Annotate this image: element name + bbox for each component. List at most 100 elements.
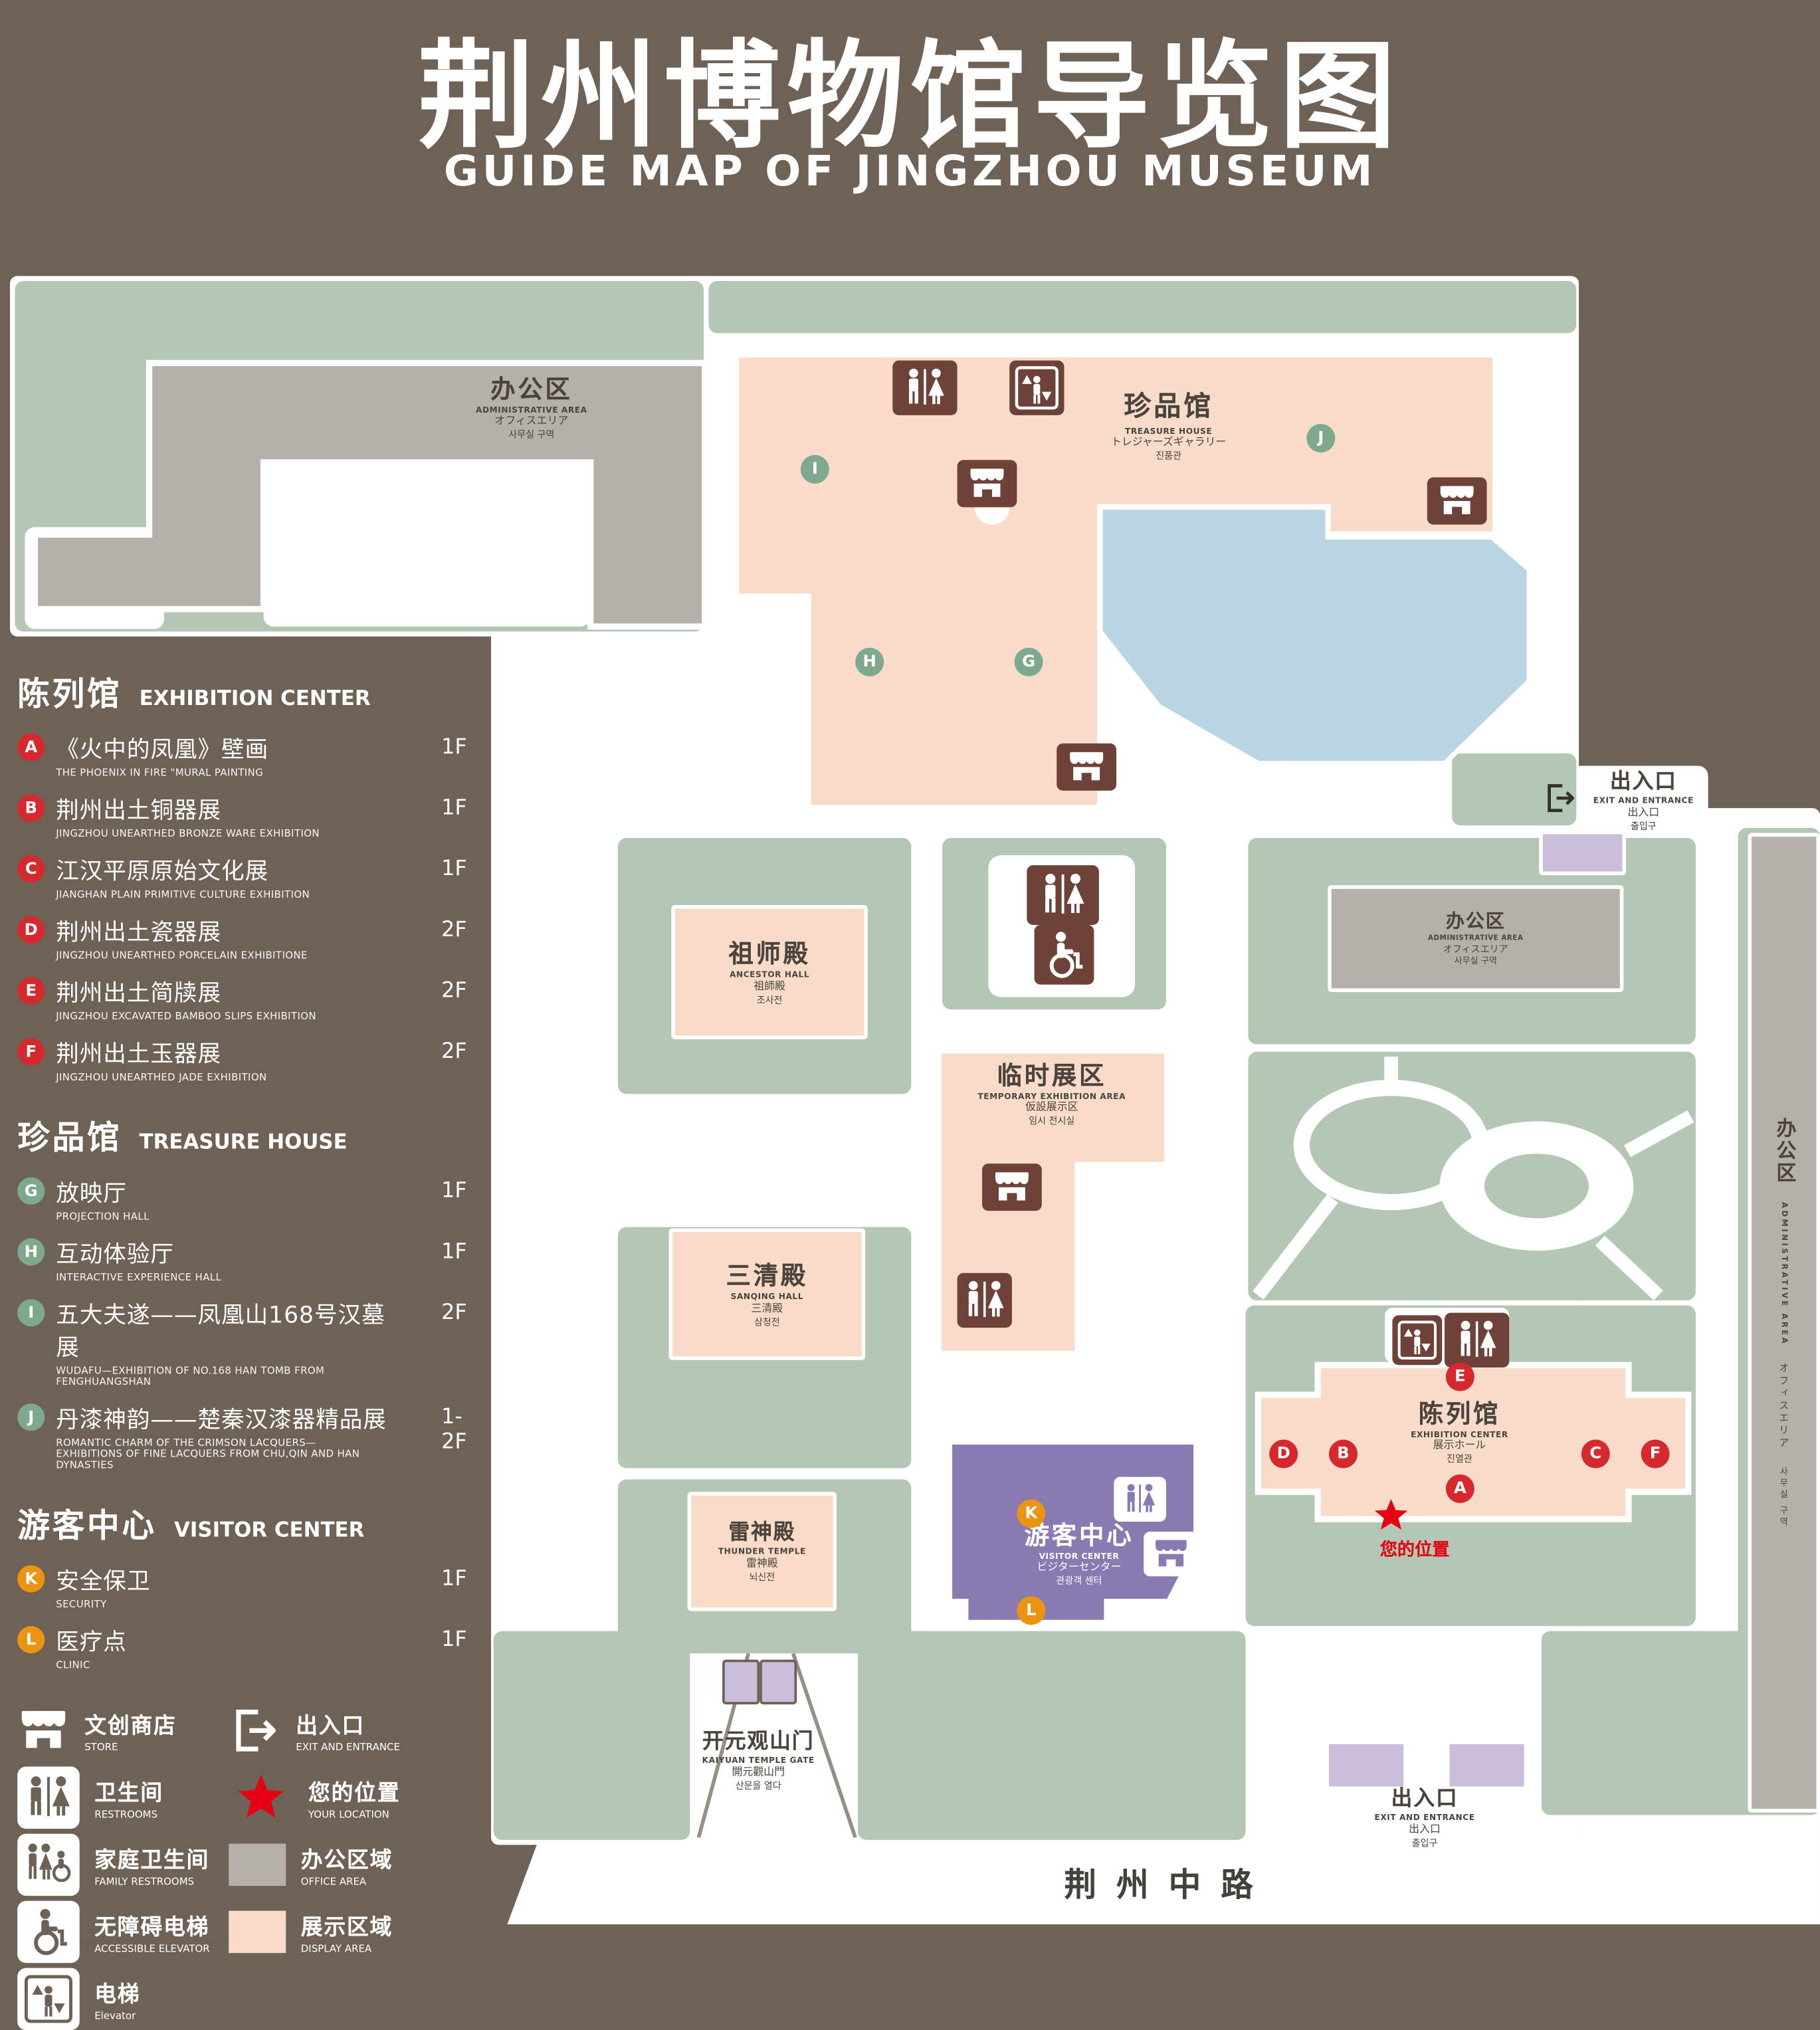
thunder-temple-building: 雷神殿 THUNDER TEMPLE 雷神殿 뇌신전 — [687, 1492, 837, 1611]
visitor-center-en: VISITOR CENTER — [1039, 1551, 1120, 1562]
legend-your-location: 您的位置 YOUR LOCATION — [229, 1773, 482, 1823]
restroom-icon — [1027, 865, 1099, 925]
admin-nw-en: ADMINISTRATIVE AREA — [475, 405, 587, 415]
marker-f: F — [1641, 1439, 1670, 1469]
item-floor: 2F — [441, 1039, 467, 1065]
sanqing-hall-building: 三清殿 SANQING HALL 三清殿 삼청전 — [668, 1228, 866, 1360]
item-floor: 1F — [441, 857, 467, 882]
item-floor: 1-2F — [441, 1405, 467, 1455]
symbol-en: RESTROOMS — [94, 1808, 158, 1820]
south-exit-block-left — [1325, 1740, 1407, 1791]
pond — [1098, 504, 1532, 766]
sanqing-zh: 三清殿 — [726, 1261, 809, 1291]
badge-g: G — [17, 1177, 45, 1205]
legend-item-i: I 五大夫遂——凤凰山168号汉墓展 WUDAFU—EXHIBITION OF … — [17, 1298, 482, 1387]
section-title-en: EXHIBITION CENTER — [139, 686, 371, 710]
gate-en: KAIYUAN TEMPLE GATE — [702, 1755, 815, 1766]
badge-f: F — [17, 1038, 45, 1066]
ancestor-hall-zh: 祖师殿 — [728, 939, 811, 969]
item-en: JINGZHOU EXCAVATED BAMBOO SLIPS EXHIBITI… — [56, 1011, 317, 1022]
badge-d: D — [17, 916, 45, 944]
elevator-icon — [1392, 1315, 1443, 1366]
legend-item-f: F 荆州出土玉器展 JINGZHOU UNEARTHED JADE EXHIBI… — [17, 1037, 482, 1083]
item-floor: 1F — [441, 734, 467, 760]
admin-east-label: 办公区 ADMINISTRATIVE AREA オフィスエリア 사무실 구역 — [1752, 837, 1816, 1809]
marker-h: H — [855, 647, 884, 676]
exhibition-center-label: 陈列馆 EXHIBITION CENTER 展示ホール 진열관 — [1377, 1397, 1542, 1466]
symbol-zh: 办公区域 — [300, 1848, 393, 1873]
poster-title-zh: 荆州博物馆导览图 — [417, 29, 1403, 165]
item-en: JINGZHOU UNEARTHED JADE EXHIBITION — [56, 1071, 267, 1083]
item-zh: 荆州出土玉器展 — [56, 1041, 222, 1068]
treasure-house-ko: 진품관 — [1156, 450, 1181, 462]
elevator-icon — [17, 1968, 80, 2030]
legend-item-h: H 互动体验厅 INTERACTIVE EXPERIENCE HALL 1F — [17, 1237, 482, 1283]
item-zh: 放映厅 — [56, 1181, 127, 1207]
gate-ja: 開元觀山門 — [732, 1766, 785, 1779]
gate-zh: 开元观山门 — [702, 1729, 815, 1754]
item-en: PROJECTION HALL — [56, 1211, 150, 1223]
item-en: CLINIC — [56, 1659, 90, 1671]
item-zh: 荆州出土铜器展 — [56, 798, 222, 825]
exhibition-center-building — [1255, 1362, 1692, 1522]
legend-item-k: K 安全保卫 SECURITY 1F — [17, 1564, 482, 1610]
gate-post-right — [759, 1659, 797, 1705]
ancestor-hall-ja: 祖師殿 — [754, 980, 785, 993]
treasure-house-zh: 珍品馆 — [1124, 391, 1213, 423]
treasure-house-ja: トレジャーズギャラリー — [1110, 436, 1227, 449]
admin-east-ja: オフィスエリア — [1778, 1362, 1790, 1450]
admin-nw-zh: 办公区 — [490, 374, 573, 405]
ne-exit-ja: 出入口 — [1627, 806, 1660, 819]
marker-b: B — [1328, 1439, 1358, 1469]
symbol-en: YOUR LOCATION — [308, 1808, 389, 1820]
marker-a: A — [1445, 1474, 1474, 1503]
legend-restrooms: 卫生间 RESTROOMS — [17, 1766, 229, 1829]
symbol-en: FAMILY RESTROOMS — [94, 1875, 195, 1887]
your-location-label: 您的位置 — [1379, 1540, 1450, 1560]
badge-j: J — [17, 1403, 45, 1431]
south-exit-ko: 출입구 — [1411, 1837, 1438, 1849]
accessible-elevator-icon — [17, 1900, 80, 1964]
admin-east-zh: 办公区 — [1772, 1117, 1797, 1185]
guide-map-poster: 荆州博物馆导览图 GUIDE MAP OF JINGZHOU MUSEUM — [9, 29, 1820, 2030]
display-area-swatch — [229, 1910, 286, 1954]
store-icon — [17, 1704, 70, 1757]
item-floor: 1F — [441, 1566, 467, 1591]
sanqing-en: SANQING HALL — [730, 1292, 804, 1302]
badge-e: E — [17, 977, 45, 1005]
store-icon — [982, 1164, 1042, 1211]
item-floor: 2F — [441, 1300, 467, 1326]
item-floor: 1F — [441, 1239, 467, 1265]
legend-section-treasure-house: 珍品馆 TREASURE HOUSE — [17, 1112, 482, 1158]
symbol-zh: 电梯 — [94, 1982, 141, 2007]
legend-item-g: G 放映厅 PROJECTION HALL 1F — [17, 1176, 482, 1222]
badge-h: H — [17, 1238, 45, 1266]
ne-exit-label: 出入口 EXIT AND ENTRANCE 出入口 출입구 — [1581, 768, 1706, 832]
thunder-ko: 뇌신전 — [749, 1571, 775, 1583]
thunder-en: THUNDER TEMPLE — [718, 1547, 806, 1558]
item-en: INTERACTIVE EXPERIENCE HALL — [56, 1271, 222, 1283]
badge-c: C — [17, 855, 45, 883]
symbol-zh: 文创商店 — [84, 1714, 177, 1739]
lawn-south-a — [493, 1631, 690, 1840]
symbol-en: Elevator — [94, 2009, 136, 2021]
badge-i: I — [17, 1299, 45, 1327]
legend-elevator: 电梯 Elevator — [17, 1968, 229, 2030]
item-zh: 丹漆神韵——楚秦汉漆器精品展 — [56, 1407, 387, 1434]
temporary-en: TEMPORARY EXHIBITION AREA — [977, 1091, 1126, 1102]
elevator-icon — [1009, 360, 1064, 415]
admin-east-en: ADMINISTRATIVE AREA — [1779, 1201, 1789, 1346]
ancestor-hall-building: 祖师殿 ANCESTOR HALL 祖師殿 조사전 — [671, 905, 868, 1040]
legend-panel: 陈列馆 EXHIBITION CENTER A 《火中的凤凰》壁画 THE PH… — [17, 669, 482, 2030]
admin-east-ko: 사무실 구역 — [1779, 1467, 1789, 1528]
legend-item-j: J 丹漆神韵——楚秦汉漆器精品展 ROMANTIC CHARM OF THE C… — [17, 1402, 482, 1471]
ne-exit-ko: 출입구 — [1630, 820, 1657, 831]
legend-item-d: D 荆州出土瓷器展 JINGZHOU UNEARTHED PORCELAIN E… — [17, 915, 482, 961]
marker-d: D — [1269, 1439, 1298, 1469]
legend-item-b: B 荆州出土铜器展 JINGZHOU UNEARTHED BRONZE WARE… — [17, 793, 482, 839]
item-zh: 江汉平原原始文化展 — [56, 859, 269, 886]
garden-paths — [1253, 1057, 1694, 1300]
item-floor: 1F — [441, 1627, 467, 1653]
symbol-en: DISPLAY AREA — [300, 1942, 372, 1954]
gate-ko: 산문을 열다 — [735, 1779, 781, 1791]
